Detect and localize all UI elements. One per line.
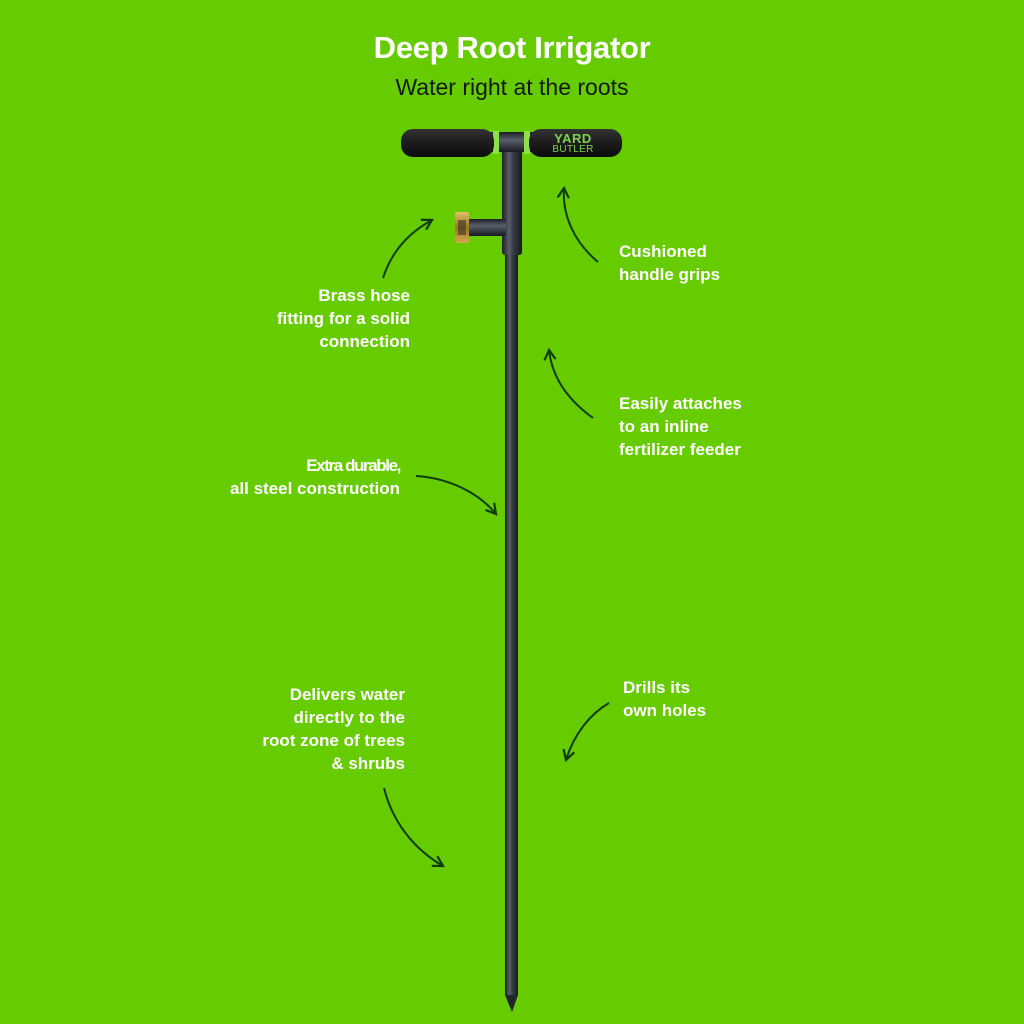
arrow-cushioned-grips [556,185,599,263]
page-subtitle: Water right at the roots [395,74,629,100]
brand-yard: YARD [554,131,592,146]
arrow-drills-holes [562,702,610,763]
arrow-all-steel [415,475,498,516]
callout-delivers-water: Delivers water directly to the root zone… [262,685,405,773]
arrow-delivers-water [383,787,445,868]
callout-fertilizer-feeder: Easily attaches to an inline fertilizer … [619,394,742,459]
grip-band-left [493,131,499,154]
callout-cushioned-grips: Cushioned handle grips [619,242,721,284]
page-title: Deep Root Irrigator [373,30,651,65]
left-handle-grip [401,129,494,157]
callout-all-steel: Extra durable, all steel construction [229,456,401,498]
arrow-brass-fitting [382,218,434,279]
steel-rod [505,250,518,1012]
brass-hose-fitting [455,212,469,243]
brand-logo: YARD BUTLER [535,131,611,155]
arrow-fertilizer-feeder [543,347,594,419]
handle-crossbar [490,132,535,152]
tee-pipe [502,140,522,255]
grip-band-right [524,131,530,154]
callout-brass-fitting: Brass hose fitting for a solid connectio… [276,286,410,351]
brand-butler: BUTLER [552,144,594,155]
callout-drills-holes: Drills its own holes [623,678,707,720]
right-handle-grip [529,129,622,157]
hose-inlet-pipe [466,219,506,236]
